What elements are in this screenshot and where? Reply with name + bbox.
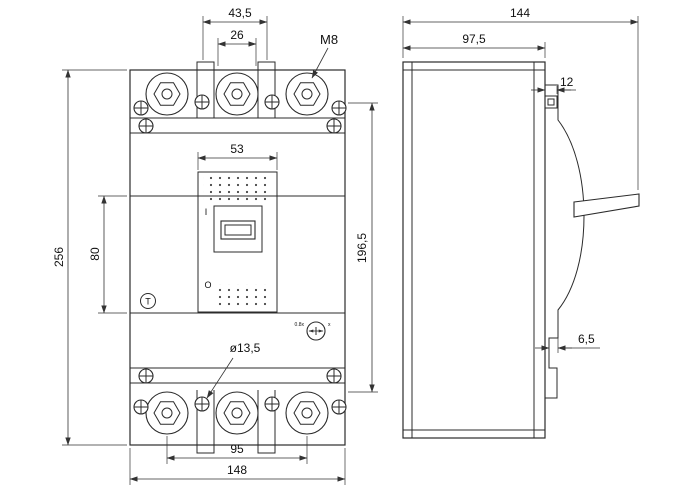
front-dimensions: 43,5 26 M8 53 256 80 [52, 6, 378, 485]
terminal-hole [145, 391, 189, 435]
dim-height-overall: 256 [52, 247, 66, 267]
side-body-outline [402, 61, 640, 439]
screw-hole [331, 100, 347, 116]
front-view: I O T 0.8x x 43,5 26 M8 [52, 6, 378, 485]
screw-hole [194, 94, 210, 110]
mechanism-frame [197, 171, 278, 313]
phase-barrier-bottom-left [196, 444, 215, 454]
hole-leader [206, 357, 234, 399]
terminal-hole [215, 391, 259, 435]
test-marking: T [145, 297, 151, 307]
screw-hole [194, 396, 210, 412]
phase-barrier-bottom-right [257, 444, 276, 454]
mounting-tab-inner [547, 98, 555, 106]
screw-hole [133, 399, 149, 415]
phase-barrier-top-left [196, 61, 215, 71]
dim-height-mount: 196,5 [355, 233, 369, 263]
dim-terminal-span: 95 [230, 442, 244, 456]
screw-hole [264, 94, 280, 110]
side-dimensions: 144 97,5 12 6,5 [402, 6, 639, 353]
toggle-handle [220, 220, 256, 240]
screw-hole [326, 118, 342, 134]
terminal-hole [145, 72, 189, 116]
toggle-handle-side [573, 193, 640, 218]
dim-height-cover: 80 [88, 247, 102, 261]
screw-hole [138, 118, 154, 134]
terminal-hole [215, 72, 259, 116]
operating-mechanism: I O [197, 171, 278, 313]
front-cover-profile [545, 84, 585, 399]
top-terminals [145, 72, 329, 116]
toggle-handle-inner [224, 224, 252, 236]
dim-depth-overall: 144 [510, 6, 530, 20]
dim-mech-width: 53 [230, 142, 244, 156]
dim-width-overall: 148 [227, 463, 247, 477]
front-body-outline [129, 61, 346, 454]
bottom-terminals [145, 391, 329, 435]
trip-adjust-dial: 0.8x x [295, 321, 331, 341]
phase-barrier-top-right [257, 61, 276, 71]
off-marking: O [204, 280, 211, 290]
terminal-hole [285, 391, 329, 435]
mounting-tab [544, 95, 558, 109]
dim-depth-body: 97,5 [462, 32, 486, 46]
test-button: T [140, 293, 156, 309]
hole-callout: ø13,5 [230, 341, 261, 355]
dim-step: 6,5 [578, 332, 595, 346]
terminal-hole [285, 72, 329, 116]
dim-top-inner: 26 [230, 28, 244, 42]
screw-hole [331, 399, 347, 415]
dial-min-label: 0.8x [295, 322, 305, 328]
screw-hole [133, 100, 149, 116]
screw-hole [138, 368, 154, 384]
thread-leader [311, 47, 329, 79]
dim-tab: 12 [560, 75, 574, 89]
dial-max-label: x [328, 322, 331, 328]
screw-hole [326, 368, 342, 384]
dim-top-group: 43,5 [228, 6, 252, 20]
toggle-recess [213, 205, 263, 253]
vent-dots-upper [203, 176, 272, 202]
on-marking: I [205, 207, 208, 217]
screw-hole [264, 396, 280, 412]
side-view: 144 97,5 12 6,5 [402, 6, 640, 439]
thread-callout: M8 [320, 32, 338, 47]
vent-dots-lower [216, 284, 272, 308]
